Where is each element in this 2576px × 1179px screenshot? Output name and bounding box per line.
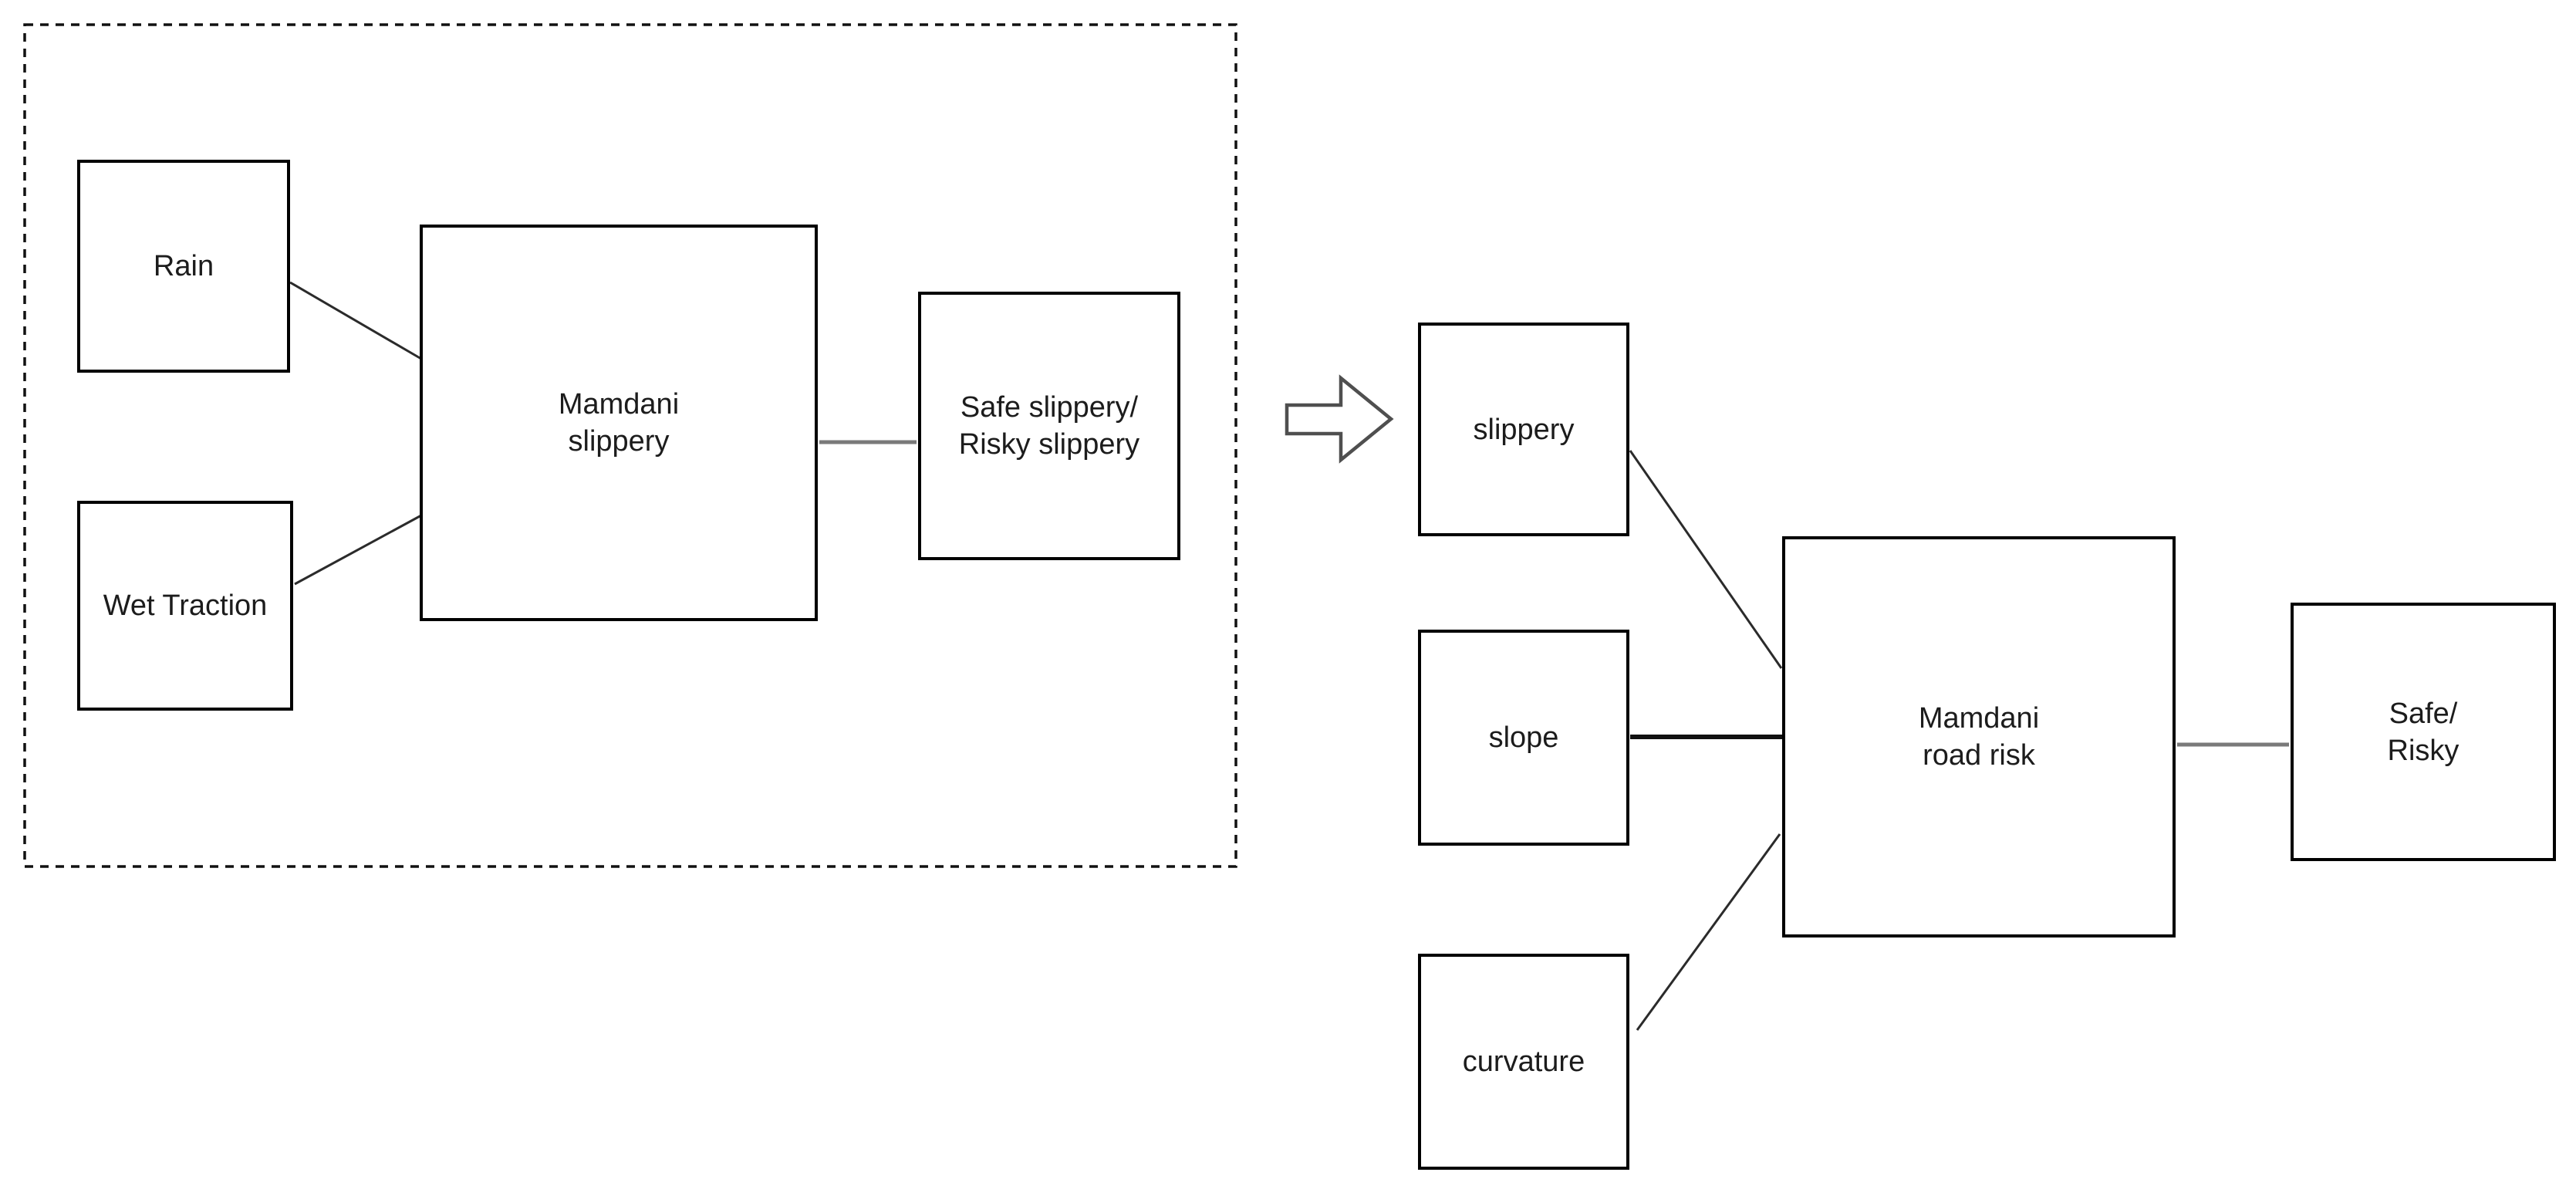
node-slope: slope bbox=[1418, 630, 1629, 846]
node-wet-traction-label: Wet Traction bbox=[103, 590, 268, 622]
edge-rain-to-mamdani-slippery bbox=[289, 281, 422, 360]
node-safe-slippery-label: Safe slippery/ Risky slippery bbox=[959, 389, 1139, 463]
node-safe-risky-label-line2: Risky bbox=[2387, 734, 2460, 767]
stage1-dashed-border bbox=[23, 23, 1237, 868]
edge-curvature-to-road-risk bbox=[1636, 833, 1781, 1031]
node-mamdani-road-risk: Mamdani road risk bbox=[1782, 536, 2176, 937]
node-mamdani-slippery-label: Mamdani slippery bbox=[559, 386, 679, 460]
node-slippery: slippery bbox=[1418, 323, 1629, 536]
node-curvature: curvature bbox=[1418, 954, 1629, 1170]
node-safe-risky-label-line1: Safe/ bbox=[2389, 697, 2458, 730]
node-slippery-label: slippery bbox=[1473, 413, 1575, 446]
node-mamdani-slippery-label-line2: slippery bbox=[568, 425, 670, 458]
node-curvature-label: curvature bbox=[1462, 1046, 1585, 1078]
node-slope-label: slope bbox=[1488, 721, 1559, 754]
node-mamdani-road-risk-label-line2: road risk bbox=[1923, 739, 2035, 772]
edge-wet-traction-to-mamdani-slippery bbox=[294, 514, 422, 586]
node-safe-slippery-output: Safe slippery/ Risky slippery bbox=[918, 292, 1180, 560]
node-mamdani-slippery-label-line1: Mamdani bbox=[558, 388, 680, 421]
transform-arrow-icon bbox=[1285, 374, 1394, 464]
node-safe-risky-output: Safe/ Risky bbox=[2291, 603, 2556, 861]
node-mamdani-slippery: Mamdani slippery bbox=[420, 225, 818, 621]
node-mamdani-road-risk-label-line1: Mamdani bbox=[1918, 702, 2040, 735]
node-rain: Rain bbox=[77, 160, 290, 373]
node-rain-label: Rain bbox=[153, 250, 214, 282]
node-safe-risky-label: Safe/ Risky bbox=[2388, 695, 2460, 769]
node-mamdani-road-risk-label: Mamdani road risk bbox=[1919, 700, 2039, 774]
edge-slippery-to-road-risk bbox=[1629, 450, 1783, 669]
node-safe-slippery-label-line1: Safe slippery/ bbox=[960, 391, 1139, 424]
node-wet-traction: Wet Traction bbox=[77, 501, 293, 711]
node-safe-slippery-label-line2: Risky slippery bbox=[958, 428, 1140, 461]
